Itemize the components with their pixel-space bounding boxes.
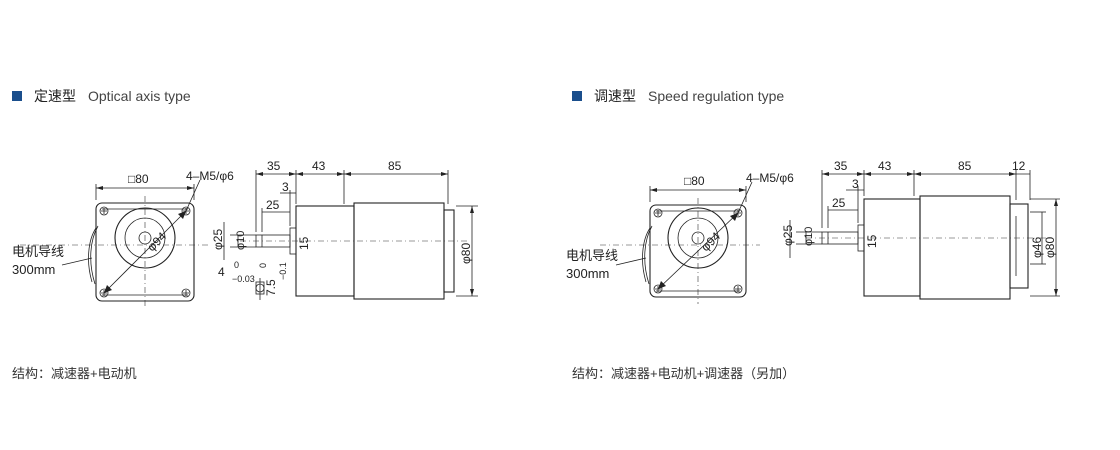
left-dim-key: 15 <box>297 236 311 250</box>
left-dim-shaft-d: φ25 <box>211 229 225 250</box>
right-title-en: Speed regulation type <box>648 88 785 104</box>
bullet-square-icon <box>12 91 22 101</box>
right-square-dim: □80 <box>684 174 705 188</box>
right-wire-label-1: 电机导线 <box>566 248 618 263</box>
right-section-title: 调速型 Speed regulation type <box>572 86 784 106</box>
right-dim-body-d1: φ46 <box>1030 237 1044 258</box>
left-key-width-tol-bot: −0.03 <box>232 274 255 284</box>
left-dim-3: 3 <box>282 180 289 194</box>
left-holes-dim: 4–M5/φ6 <box>186 169 234 183</box>
left-title-cn: 定速型 <box>34 88 76 104</box>
left-dim-43: 43 <box>312 159 326 173</box>
left-section-title: 定速型 Optical axis type <box>12 86 191 106</box>
left-dim-shaft-d2: φ10 <box>235 231 247 250</box>
bullet-square-icon <box>572 91 582 101</box>
left-title-en: Optical axis type <box>88 88 191 104</box>
right-dim-43: 43 <box>878 159 892 173</box>
left-key-height: 7.5 <box>264 279 278 296</box>
right-side-view <box>789 170 1060 300</box>
right-dim-12: 12 <box>1012 159 1026 173</box>
left-dim-25: 25 <box>266 198 280 212</box>
right-title-cn: 调速型 <box>594 88 636 104</box>
right-structure-text: 结构：减速器+电动机+调速器（另加） <box>572 366 796 381</box>
left-side-view <box>223 170 478 300</box>
left-square-dim: □80 <box>128 172 149 186</box>
right-dim-85: 85 <box>958 159 972 173</box>
left-key-width: 4 <box>218 265 225 279</box>
left-wire-label-1: 电机导线 <box>12 244 64 259</box>
left-key-width-tol-top: 0 <box>234 260 239 270</box>
right-wire-label-2: 300mm <box>566 266 609 281</box>
left-dim-35: 35 <box>267 159 281 173</box>
right-front-view <box>600 181 760 304</box>
right-dim-25: 25 <box>832 196 846 210</box>
right-dim-shaft-d: φ25 <box>781 225 795 246</box>
right-dim-key: 15 <box>865 234 879 248</box>
left-front-view <box>20 179 210 306</box>
right-dim-3: 3 <box>852 177 859 191</box>
right-dim-shaft-d2: φ10 <box>803 227 815 246</box>
left-dim-body-d: φ80 <box>459 243 473 264</box>
left-key-height-tol-bot: −0.1 <box>278 262 288 280</box>
right-dim-35: 35 <box>834 159 848 173</box>
right-pcd-dim: φ94 <box>698 229 723 254</box>
left-dim-85: 85 <box>388 159 402 173</box>
left-key-height-tol-top: 0 <box>258 263 268 268</box>
right-dim-body-d2: φ80 <box>1043 237 1057 258</box>
left-structure-text: 结构：减速器+电动机 <box>12 366 137 381</box>
left-wire-label-2: 300mm <box>12 262 55 277</box>
right-holes-dim: 4–M5/φ6 <box>746 171 794 185</box>
